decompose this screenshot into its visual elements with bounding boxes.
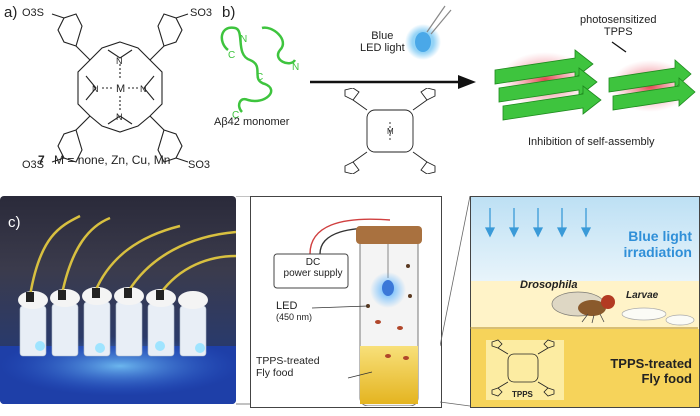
metal-options: M = none, Zn, Cu, Mn xyxy=(54,153,171,167)
nitrogen-bottom: N xyxy=(116,112,123,122)
sens-line1: photosensitized xyxy=(580,14,657,26)
dc-line1: DC xyxy=(305,257,321,268)
sky-region xyxy=(471,197,699,281)
light-label-line2: LED light xyxy=(360,42,405,54)
monomer-c2: C xyxy=(256,72,263,83)
dc-line2: power supply xyxy=(283,268,343,279)
sulfonate-bl: O3S xyxy=(22,159,44,171)
led-icon xyxy=(405,5,452,60)
nitrogen-right: N xyxy=(140,84,147,94)
pointer-arrow xyxy=(611,41,627,53)
monomer-n2: N xyxy=(292,62,299,73)
svg-text:M: M xyxy=(387,127,394,136)
monomer-label: Aβ42 monomer xyxy=(214,116,290,128)
photo-illustration xyxy=(0,214,236,404)
sulfonate-tr: SO3 xyxy=(190,7,212,19)
fly-vial-photo xyxy=(0,196,236,404)
fly-food-line2: Fly food xyxy=(641,371,692,386)
nitrogen-top: N xyxy=(116,56,123,66)
panel-a-label: a) xyxy=(4,4,18,21)
food-line2: Fly food xyxy=(256,367,294,379)
larvae-label: Larvae xyxy=(626,290,659,301)
sulfonate-tl: O3S xyxy=(22,7,44,19)
fibril-inhibition-drawing xyxy=(494,49,696,121)
led-label: LED (450 nm) xyxy=(276,300,312,322)
compound-caption: 7 M = none, Zn, Cu, Mn xyxy=(38,153,170,167)
food-line1: TPPS-treated xyxy=(256,355,320,367)
monomer-n1: N xyxy=(240,34,247,45)
blue-line1: Blue light xyxy=(628,228,692,244)
photosensitized-label: photosensitized TPPS xyxy=(580,14,656,38)
blue-line2: irradiation xyxy=(623,244,692,260)
fly-food-line1: TPPS-treated xyxy=(610,356,692,371)
food-label: TPPS-treated Fly food xyxy=(256,355,320,379)
abeta-monomer-drawing: N C C N C xyxy=(220,26,299,121)
blue-light-label: Blue light irradiation xyxy=(586,228,692,260)
light-label: Blue LED light xyxy=(360,30,405,54)
monomer-c1: C xyxy=(228,50,235,61)
reaction-arrow xyxy=(310,75,476,89)
tpps-label: TPPS xyxy=(512,390,533,399)
zoom-lines-left xyxy=(236,196,250,405)
porphyrin-structure: O3S SO3 O3S SO3 M N N N N xyxy=(22,7,212,171)
panel-b-label: b) xyxy=(222,4,236,21)
panel-c-label: c) xyxy=(8,214,21,231)
vial-schematic xyxy=(273,218,422,406)
dc-power-label: DC power supply xyxy=(276,257,350,279)
metal-center: M xyxy=(116,83,125,95)
compound-number: 7 xyxy=(38,153,45,167)
detail-illustration xyxy=(470,208,698,400)
nitrogen-left: N xyxy=(92,84,99,94)
zoom-lines-right xyxy=(440,196,470,407)
fly-food-label: TPPS-treated Fly food xyxy=(594,356,692,386)
tpps-small-structure: M xyxy=(344,88,436,174)
monomer-c3: C xyxy=(232,110,239,121)
light-label-line1: Blue xyxy=(371,30,394,42)
sens-line2: TPPS xyxy=(603,26,633,38)
drosophila-label: Drosophila xyxy=(520,279,578,291)
inhibition-label: Inhibition of self-assembly xyxy=(528,136,655,148)
sulfonate-br: SO3 xyxy=(188,159,210,171)
led-line1: LED xyxy=(276,300,298,312)
led-line2: (450 nm) xyxy=(276,312,313,322)
